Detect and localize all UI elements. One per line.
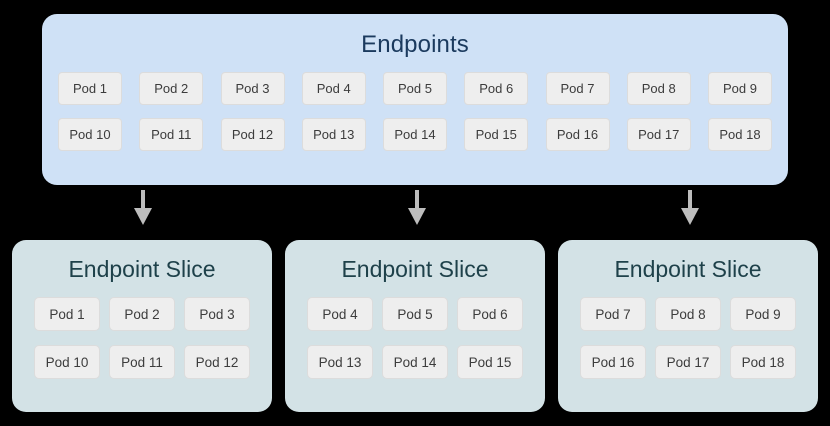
pod-chip[interactable]: Pod 16 xyxy=(545,118,610,151)
pod-chip[interactable]: Pod 4 xyxy=(307,297,373,331)
pod-chip[interactable]: Pod 3 xyxy=(184,297,250,331)
endpoint-slice-pod-row: Pod 4 Pod 5 Pod 6 xyxy=(307,297,523,331)
pod-chip[interactable]: Pod 18 xyxy=(730,345,796,379)
endpoint-slice-container-2: Endpoint Slice Pod 4 Pod 5 Pod 6 Pod 13 … xyxy=(285,240,545,412)
endpoint-slice-container-1: Endpoint Slice Pod 1 Pod 2 Pod 3 Pod 10 … xyxy=(12,240,272,412)
pod-chip[interactable]: Pod 13 xyxy=(301,118,366,151)
pod-chip[interactable]: Pod 11 xyxy=(109,345,175,379)
endpoint-slice-pod-row: Pod 13 Pod 14 Pod 15 xyxy=(307,345,523,379)
endpoint-slice-title: Endpoint Slice xyxy=(614,256,762,282)
pod-chip[interactable]: Pod 1 xyxy=(58,72,122,105)
endpoint-slice-pod-row: Pod 1 Pod 2 Pod 3 xyxy=(34,297,250,331)
pod-chip[interactable]: Pod 7 xyxy=(545,72,610,105)
endpoints-pod-row: Pod 10 Pod 11 Pod 12 Pod 13 Pod 14 Pod 1… xyxy=(58,118,772,151)
pod-chip[interactable]: Pod 15 xyxy=(464,118,529,151)
pod-chip[interactable]: Pod 2 xyxy=(109,297,175,331)
pod-chip[interactable]: Pod 6 xyxy=(457,297,523,331)
pod-chip[interactable]: Pod 14 xyxy=(382,345,448,379)
pod-chip[interactable]: Pod 9 xyxy=(730,297,796,331)
endpoint-slice-pod-row: Pod 10 Pod 11 Pod 12 xyxy=(34,345,250,379)
pod-chip[interactable]: Pod 17 xyxy=(655,345,721,379)
pod-chip[interactable]: Pod 3 xyxy=(220,72,285,105)
pod-chip[interactable]: Pod 15 xyxy=(457,345,523,379)
pod-chip[interactable]: Pod 9 xyxy=(708,72,772,105)
down-arrow-icon xyxy=(130,190,156,226)
pod-chip[interactable]: Pod 14 xyxy=(383,118,447,151)
down-arrow-icon xyxy=(404,190,430,226)
pod-chip[interactable]: Pod 12 xyxy=(184,345,250,379)
endpoints-container: Endpoints Pod 1 Pod 2 Pod 3 Pod 4 Pod 5 … xyxy=(42,14,788,185)
endpoints-pod-row: Pod 1 Pod 2 Pod 3 Pod 4 Pod 5 Pod 6 Pod … xyxy=(58,72,772,105)
pod-chip[interactable]: Pod 2 xyxy=(139,72,204,105)
pod-chip[interactable]: Pod 13 xyxy=(307,345,373,379)
pod-chip[interactable]: Pod 4 xyxy=(301,72,366,105)
pod-chip[interactable]: Pod 16 xyxy=(580,345,646,379)
pod-chip[interactable]: Pod 12 xyxy=(220,118,285,151)
endpoint-slice-pod-grid: Pod 7 Pod 8 Pod 9 Pod 16 Pod 17 Pod 18 xyxy=(580,297,796,379)
down-arrow-icon xyxy=(677,190,703,226)
pod-chip[interactable]: Pod 1 xyxy=(34,297,100,331)
pod-chip[interactable]: Pod 5 xyxy=(382,297,448,331)
endpoints-pod-grid: Pod 1 Pod 2 Pod 3 Pod 4 Pod 5 Pod 6 Pod … xyxy=(58,72,772,151)
endpoint-slice-container-3: Endpoint Slice Pod 7 Pod 8 Pod 9 Pod 16 … xyxy=(558,240,818,412)
endpoint-slice-pod-grid: Pod 4 Pod 5 Pod 6 Pod 13 Pod 14 Pod 15 xyxy=(307,297,523,379)
endpoints-title: Endpoints xyxy=(361,31,469,58)
endpoint-slice-title: Endpoint Slice xyxy=(341,256,489,282)
pod-chip[interactable]: Pod 10 xyxy=(34,345,100,379)
pod-chip[interactable]: Pod 17 xyxy=(626,118,691,151)
endpoint-slice-pod-grid: Pod 1 Pod 2 Pod 3 Pod 10 Pod 11 Pod 12 xyxy=(34,297,250,379)
pod-chip[interactable]: Pod 18 xyxy=(708,118,772,151)
endpoint-slice-title: Endpoint Slice xyxy=(68,256,216,282)
pod-chip[interactable]: Pod 11 xyxy=(139,118,204,151)
endpoint-slice-pod-row: Pod 7 Pod 8 Pod 9 xyxy=(580,297,796,331)
pod-chip[interactable]: Pod 10 xyxy=(58,118,122,151)
endpoint-slice-pod-row: Pod 16 Pod 17 Pod 18 xyxy=(580,345,796,379)
pod-chip[interactable]: Pod 6 xyxy=(464,72,529,105)
pod-chip[interactable]: Pod 8 xyxy=(626,72,691,105)
pod-chip[interactable]: Pod 8 xyxy=(655,297,721,331)
pod-chip[interactable]: Pod 5 xyxy=(383,72,447,105)
pod-chip[interactable]: Pod 7 xyxy=(580,297,646,331)
